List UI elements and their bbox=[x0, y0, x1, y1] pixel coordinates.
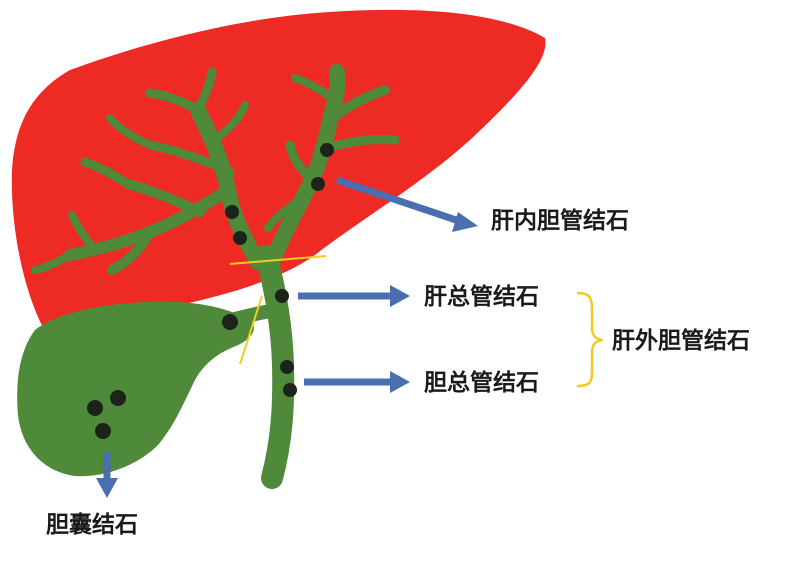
stone-cystic-duct bbox=[222, 314, 238, 330]
arrow-gallbladder bbox=[96, 452, 118, 498]
gallbladder bbox=[17, 301, 255, 477]
label-intrahepatic-stones: 肝内胆管结石 bbox=[491, 208, 629, 234]
stone-common-hepatic bbox=[275, 289, 289, 303]
arrows bbox=[96, 176, 478, 498]
liver bbox=[11, 9, 546, 340]
extrahepatic-bracket bbox=[576, 291, 604, 388]
label-extrahepatic-stones: 肝外胆管结石 bbox=[612, 328, 750, 354]
stone-gallbladder-3 bbox=[95, 423, 111, 439]
arrow-common-hepatic bbox=[298, 285, 410, 307]
stones bbox=[87, 143, 334, 439]
cystic-boundary-line bbox=[239, 295, 263, 365]
arrow-intrahepatic bbox=[335, 176, 478, 232]
label-common-hepatic-stones: 肝总管结石 bbox=[424, 284, 539, 310]
hilum-boundary-line bbox=[229, 255, 327, 265]
stone-intrahepatic-3 bbox=[225, 205, 239, 219]
stone-common-bile-2 bbox=[283, 383, 297, 397]
arrow-common-bile bbox=[304, 371, 410, 393]
stone-intrahepatic-1 bbox=[320, 143, 334, 157]
label-gallbladder-stones: 胆囊结石 bbox=[46, 512, 138, 538]
stone-intrahepatic-4 bbox=[233, 231, 247, 245]
stone-intrahepatic-2 bbox=[311, 177, 325, 191]
boundary-lines bbox=[229, 255, 327, 365]
stone-common-bile-1 bbox=[280, 360, 294, 374]
label-common-bile-stones: 胆总管结石 bbox=[424, 370, 539, 396]
stone-gallbladder-2 bbox=[110, 390, 126, 406]
stone-gallbladder-1 bbox=[87, 400, 103, 416]
